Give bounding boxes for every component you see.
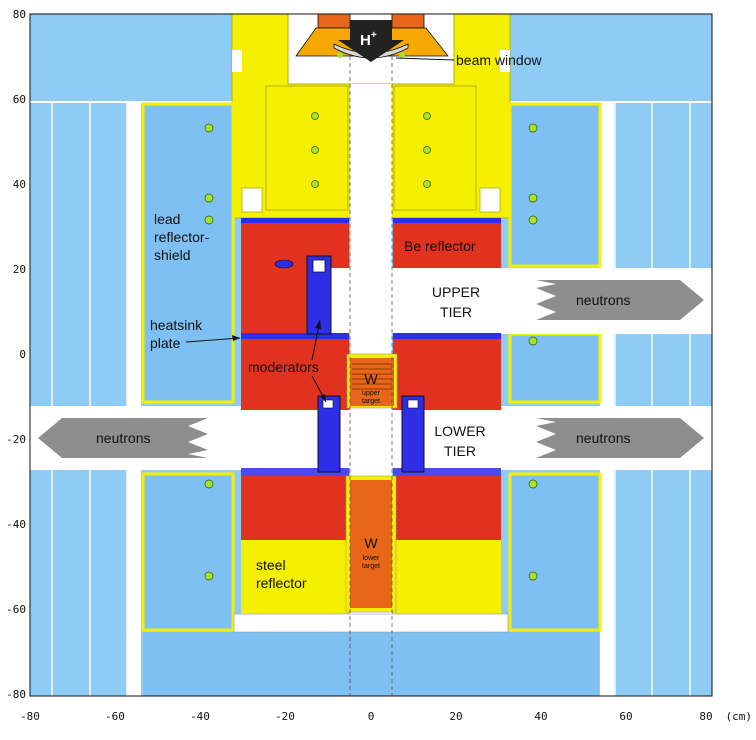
neutrons-label-lower-right: neutrons [576, 430, 630, 446]
lower-target-symbol: W [364, 535, 378, 551]
x-tick-label: -20 [275, 710, 295, 723]
y-tick-label: 0 [19, 348, 26, 361]
y-tick-label: 20 [13, 263, 26, 276]
lower-tier-label-line1: LOWER [434, 423, 485, 439]
lead-shield-label-line2: reflector- [154, 229, 210, 245]
neutrons-label-lower-left: neutrons [96, 430, 150, 446]
y-tick-label: 60 [13, 93, 26, 106]
small-moderator [274, 259, 294, 269]
be-reflector-lower-left [241, 476, 349, 540]
x-tick-label: -60 [105, 710, 125, 723]
y-tick-label: -20 [6, 433, 26, 446]
steel-reflector-label-line2: reflector [256, 575, 307, 591]
be-reflector-lower-right [393, 476, 501, 540]
lead-reflector-shield-lower-right [508, 472, 602, 632]
lead-reflector-shield-upper-left [141, 102, 235, 404]
upper-tier-channel [307, 268, 501, 333]
heatsink-plate-upper-top [241, 218, 349, 223]
proton-beam-arrow [338, 20, 404, 62]
moderators-label: moderators [248, 359, 319, 375]
x-tick-label: 80 [699, 710, 712, 723]
neutron-arrow-lower-right [536, 418, 704, 458]
x-tick-label: 40 [534, 710, 547, 723]
x-tick-label: -40 [190, 710, 210, 723]
steel-reflector-left [241, 540, 349, 614]
lower-right-moderator [401, 395, 425, 473]
lower-target-label-line2: target [362, 563, 380, 570]
x-axis-unit: (cm) [726, 710, 753, 723]
upper-target-symbol: W [364, 371, 378, 387]
lower-target-label-line1: lower [363, 555, 380, 562]
x-tick-label: 20 [449, 710, 462, 723]
be-reflector-upper-left [241, 218, 349, 268]
upper-target-label-line1: upper [362, 390, 381, 397]
y-tick-label: 80 [13, 8, 26, 21]
upper-target-label-line2: target [362, 398, 380, 405]
x-tick-label: 0 [368, 710, 375, 723]
y-tick-label: -80 [6, 688, 26, 701]
lead-reflector-shield-upper-right [508, 102, 602, 268]
neutron-arrow-lower-left [38, 418, 208, 458]
be-reflector-mid-left [241, 268, 307, 334]
upper-tier-label-line2: TIER [440, 304, 472, 320]
upper-tier-label-line1: UPPER [432, 284, 480, 300]
be-reflector-upper-right [393, 218, 501, 268]
heatsink-label-line2: plate [150, 335, 181, 351]
x-tick-label: 60 [619, 710, 632, 723]
proton-beam-label: H+ [360, 30, 377, 49]
lead-shield-label-line3: shield [154, 247, 191, 263]
be-reflector-label: Be reflector [404, 238, 476, 254]
lower-left-moderator [317, 395, 341, 473]
neutron-arrow-upper-right [536, 280, 704, 320]
lead-shield-label-line1: lead [154, 211, 180, 227]
beam-window-label: beam window [456, 52, 542, 68]
y-axis: 80 60 40 20 0 -20 -40 -60 -80 [6, 8, 26, 701]
y-tick-label: 40 [13, 178, 26, 191]
lead-reflector-shield-mid-right [508, 332, 602, 404]
cooling-holes [204, 112, 538, 581]
x-tick-label: -80 [20, 710, 40, 723]
x-axis: -80 -60 -40 -20 0 20 40 60 80 (cm) [20, 710, 752, 723]
steel-reflector-label-line1: steel [256, 557, 286, 573]
y-tick-label: -40 [6, 518, 26, 531]
lead-reflector-shield-lower-left [141, 472, 235, 632]
neutrons-label-upper-right: neutrons [576, 292, 630, 308]
lower-tier-label-line2: TIER [444, 443, 476, 459]
steel-reflector-right [393, 540, 501, 614]
beam-window [333, 43, 409, 59]
y-tick-label: -60 [6, 603, 26, 616]
heatsink-label-line1: heatsink [150, 317, 203, 333]
heatsink-plate [241, 333, 349, 339]
